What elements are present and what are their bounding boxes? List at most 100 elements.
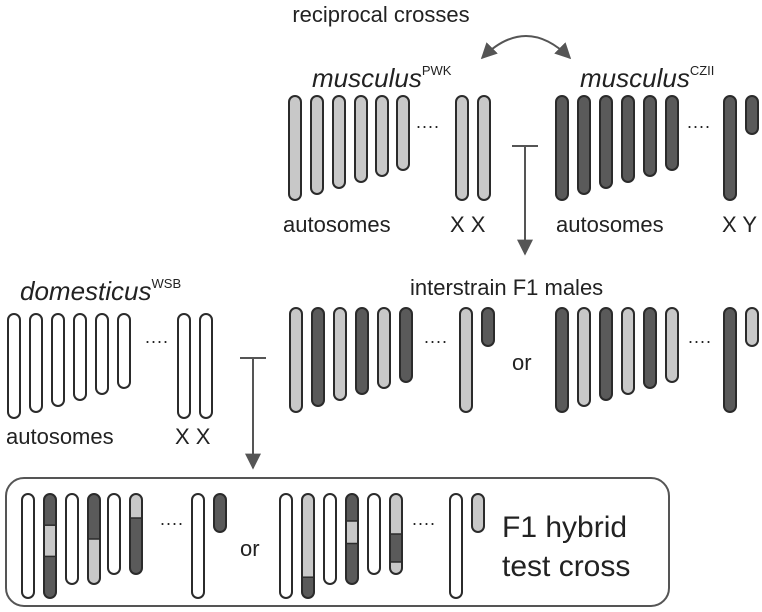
x-chromosome bbox=[723, 307, 737, 413]
chromosome-outline bbox=[355, 307, 369, 395]
chromosome-outline bbox=[311, 307, 325, 407]
autosome bbox=[117, 313, 131, 389]
ellipsis: .... bbox=[160, 509, 184, 529]
chromosome-segment bbox=[130, 518, 142, 574]
autosome bbox=[43, 493, 57, 599]
autosome bbox=[577, 307, 591, 407]
chromosome-segment bbox=[600, 308, 612, 400]
chromosome-segment bbox=[724, 96, 736, 200]
x-chromosome bbox=[477, 95, 491, 201]
chromosome-outline bbox=[459, 307, 473, 413]
chromosome-outline bbox=[577, 95, 591, 195]
chromosome-outline bbox=[29, 313, 43, 413]
chromosome-segment bbox=[622, 96, 634, 182]
chromosome-outline bbox=[665, 307, 679, 383]
chromosome-segment bbox=[214, 494, 226, 532]
chromosome-segment bbox=[311, 96, 323, 194]
autosome bbox=[65, 493, 79, 585]
ellipsis: .... bbox=[145, 327, 169, 347]
autosome bbox=[129, 493, 143, 575]
chromosome-segment bbox=[390, 494, 402, 535]
autosome bbox=[87, 493, 101, 585]
chromosome-outline bbox=[723, 95, 737, 201]
test-cross-option-b-chromosomes bbox=[279, 493, 485, 599]
chromosome-segment bbox=[472, 494, 484, 532]
y-chromosome bbox=[471, 493, 485, 533]
chromosome-segment bbox=[746, 96, 758, 134]
x-chromosome bbox=[177, 313, 191, 419]
parent-right-label: musculusCZII bbox=[580, 63, 714, 93]
chromosome-segment bbox=[578, 96, 590, 194]
chromosome-segment bbox=[556, 96, 568, 200]
chromosome-segment bbox=[390, 534, 402, 563]
autosome bbox=[355, 307, 369, 395]
autosome bbox=[396, 95, 410, 171]
autosome bbox=[599, 307, 613, 401]
chromosome-segment bbox=[666, 96, 678, 170]
chromosome-segment bbox=[478, 96, 490, 200]
chromosome-outline bbox=[73, 313, 87, 401]
autosome bbox=[323, 493, 337, 585]
or-label: or bbox=[240, 536, 260, 561]
autosomes-label: autosomes bbox=[556, 212, 664, 237]
reciprocal-arrow bbox=[480, 35, 572, 60]
test-cross-option-a-chromosomes bbox=[21, 493, 227, 599]
chromosome-segment bbox=[118, 314, 130, 388]
chromosome-segment bbox=[74, 314, 86, 400]
autosome bbox=[643, 307, 657, 389]
test-cross-box bbox=[5, 477, 670, 607]
chromosome-outline bbox=[555, 307, 569, 413]
reciprocal-crosses-title: reciprocal crosses bbox=[292, 2, 469, 27]
xx-label: X X bbox=[450, 212, 486, 237]
autosome bbox=[279, 493, 293, 599]
chromosome-segment bbox=[578, 308, 590, 406]
chromosome-segment bbox=[460, 308, 472, 412]
chromosome-segment bbox=[302, 577, 314, 598]
chromosome-segment bbox=[746, 308, 758, 346]
chromosome-segment bbox=[200, 314, 212, 418]
parent-right-chromosomes bbox=[555, 95, 759, 201]
chromosome-outline bbox=[177, 313, 191, 419]
autosome bbox=[375, 95, 389, 177]
xx-label: X X bbox=[175, 424, 211, 449]
chromosome-segment bbox=[644, 308, 656, 388]
chromosome-segment bbox=[30, 314, 42, 412]
autosome bbox=[555, 307, 569, 413]
chromosome-segment bbox=[644, 96, 656, 176]
parent-left-label: musculusPWK bbox=[312, 63, 452, 93]
chromosome-outline bbox=[117, 313, 131, 389]
chromosome-outline bbox=[301, 493, 315, 599]
chromosome-outline bbox=[288, 95, 302, 201]
chromosome-outline bbox=[7, 313, 21, 419]
chromosome-outline bbox=[87, 493, 101, 585]
autosome bbox=[599, 95, 613, 189]
chromosome-outline bbox=[289, 307, 303, 413]
x-chromosome bbox=[459, 307, 473, 413]
chromosome-outline bbox=[129, 493, 143, 575]
autosome bbox=[311, 307, 325, 407]
chromosome-outline bbox=[723, 307, 737, 413]
autosome bbox=[310, 95, 324, 195]
chromosome-outline bbox=[621, 95, 635, 183]
chromosome-segment bbox=[324, 494, 336, 584]
test-cross-title-line1: F1 hybrid bbox=[502, 511, 627, 544]
chromosome-segment bbox=[346, 543, 358, 584]
chromosome-segment bbox=[178, 314, 190, 418]
y-chromosome bbox=[745, 95, 759, 135]
chromosome-segment bbox=[390, 562, 402, 574]
chromosome-segment bbox=[450, 494, 462, 598]
ellipsis: .... bbox=[424, 327, 448, 347]
chromosome-outline bbox=[471, 493, 485, 533]
chromosome-outline bbox=[745, 95, 759, 135]
autosome bbox=[289, 307, 303, 413]
chromosome-segment bbox=[456, 96, 468, 200]
domesticus-label: domesticusWSB bbox=[20, 276, 181, 306]
chromosome-segment bbox=[400, 308, 412, 382]
chromosome-outline bbox=[65, 493, 79, 585]
chromosome-segment bbox=[44, 556, 56, 598]
autosome bbox=[345, 493, 359, 585]
chromosome-outline bbox=[455, 95, 469, 201]
chromosome-outline bbox=[643, 307, 657, 389]
chromosome-outline bbox=[21, 493, 35, 599]
